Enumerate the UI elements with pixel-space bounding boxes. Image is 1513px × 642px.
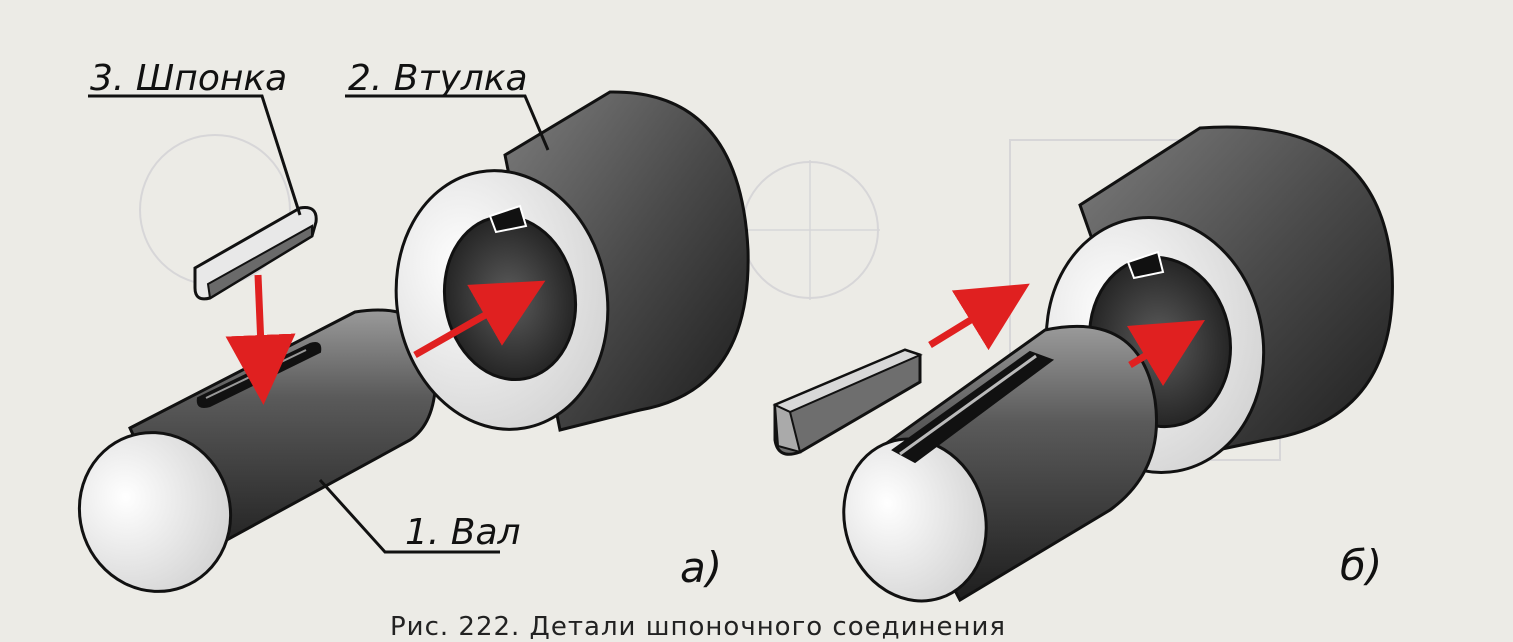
label-shaft: 1. Вал [405,512,521,553]
assembly-arrows-b [928,283,1206,387]
assembly-arrows-a [225,274,546,405]
shaft-b [842,324,1159,603]
key [193,206,318,301]
key-b [772,348,923,456]
figure-caption: Рис. 222. Детали шпоночного соединения [390,612,1007,642]
panel-letter-b: б) [1340,541,1382,590]
figure-b: б) [772,125,1394,603]
label-hub: 2. Втулка [348,58,528,99]
figure-a: 3. Шпонка 2. Втулка 1. Вал а) [77,58,750,593]
leader-lines-a [88,94,550,554]
label-key: 3. Шпонка [90,58,287,99]
shaft [77,308,438,593]
panel-letter-a: а) [680,543,722,592]
